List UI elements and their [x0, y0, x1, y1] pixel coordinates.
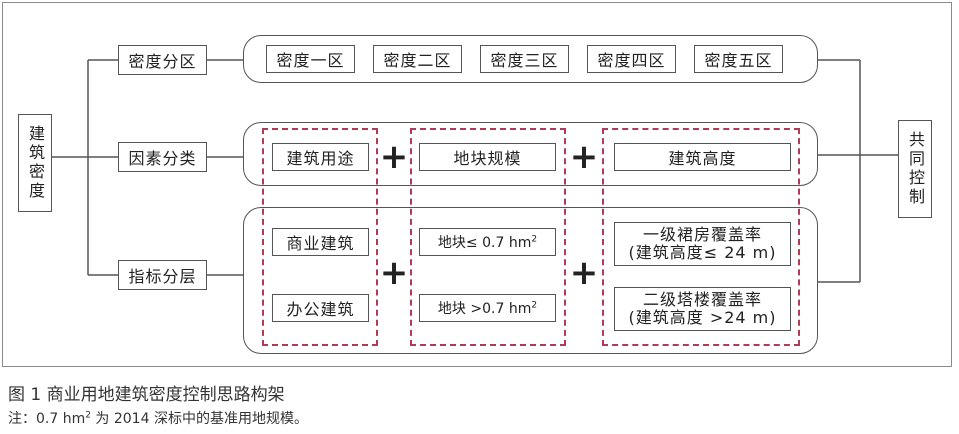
building-density-label: 建筑密度	[18, 114, 52, 212]
density-zone-5-text: 密度五区	[704, 51, 773, 70]
density-zone-1-text: 密度一区	[276, 51, 345, 70]
scale-small-plot: 地块≤ 0.7 hm2	[419, 228, 556, 256]
density-zone-container	[243, 35, 818, 83]
density-zone-5: 密度五区	[694, 45, 783, 73]
factor-building-height: 建筑高度	[614, 143, 791, 171]
diagram-frame	[2, 2, 952, 367]
category-factor-classification: 因素分类	[118, 142, 207, 172]
density-zone-2: 密度二区	[373, 45, 462, 73]
height-podium-coverage: 一级裙房覆盖率 (建筑高度≤ 24 m)	[614, 222, 791, 266]
figure-caption: 图 1 商业用地建筑密度控制思路构架	[8, 385, 285, 405]
category-density-zoning: 密度分区	[118, 45, 207, 75]
category-factors-text: 因素分类	[128, 149, 197, 168]
building-density-text: 建筑密度	[26, 125, 45, 201]
density-zone-3: 密度三区	[480, 45, 569, 73]
scale-group-dashed	[410, 128, 566, 346]
plus-sign-factor-1: +	[379, 137, 409, 177]
category-indicator-layering: 指标分层	[118, 260, 207, 290]
density-zone-1: 密度一区	[266, 45, 355, 73]
factor-plot-scale-text: 地块规模	[453, 149, 522, 168]
plus-sign-factor-2: +	[569, 137, 599, 177]
tower-coverage-line2: (建筑高度 >24 m)	[628, 308, 777, 327]
height-tower-coverage: 二级塔楼覆盖率 (建筑高度 >24 m)	[614, 287, 791, 331]
use-group-dashed	[262, 128, 378, 346]
factor-building-use: 建筑用途	[272, 143, 369, 171]
use-office-text: 办公建筑	[286, 300, 355, 319]
podium-coverage-line1: 一级裙房覆盖率	[642, 225, 762, 245]
density-zone-3-text: 密度三区	[490, 51, 559, 70]
scale-large-plot: 地块 >0.7 hm2	[419, 294, 556, 322]
factor-plot-scale: 地块规模	[419, 143, 556, 171]
tower-coverage-line1: 二级塔楼覆盖率	[642, 290, 762, 310]
podium-coverage-line2: (建筑高度≤ 24 m)	[628, 243, 777, 262]
height-group-dashed	[602, 128, 800, 346]
density-zone-4-text: 密度四区	[597, 51, 666, 70]
plus-sign-layer-1: +	[379, 253, 409, 293]
scale-small-plot-text: 地块≤ 0.7 hm2	[437, 234, 538, 251]
joint-control-label: 共同控制	[898, 120, 932, 218]
density-zone-2-text: 密度二区	[383, 51, 452, 70]
plus-sign-layer-2: +	[569, 253, 599, 293]
layer-container	[243, 207, 818, 354]
use-commercial-text: 商业建筑	[286, 234, 355, 253]
factor-container	[243, 122, 818, 186]
factor-building-height-text: 建筑高度	[668, 149, 737, 168]
figure-note: 注：0.7 hm2 为 2014 深标中的基准用地规模。	[8, 410, 308, 427]
density-zone-4: 密度四区	[587, 45, 676, 73]
use-office: 办公建筑	[272, 294, 369, 322]
category-layers-text: 指标分层	[128, 267, 197, 286]
use-commercial: 商业建筑	[272, 228, 369, 256]
category-density-text: 密度分区	[128, 52, 197, 71]
joint-control-text: 共同控制	[906, 131, 925, 207]
factor-building-use-text: 建筑用途	[286, 149, 355, 168]
scale-large-plot-text: 地块 >0.7 hm2	[437, 300, 538, 317]
